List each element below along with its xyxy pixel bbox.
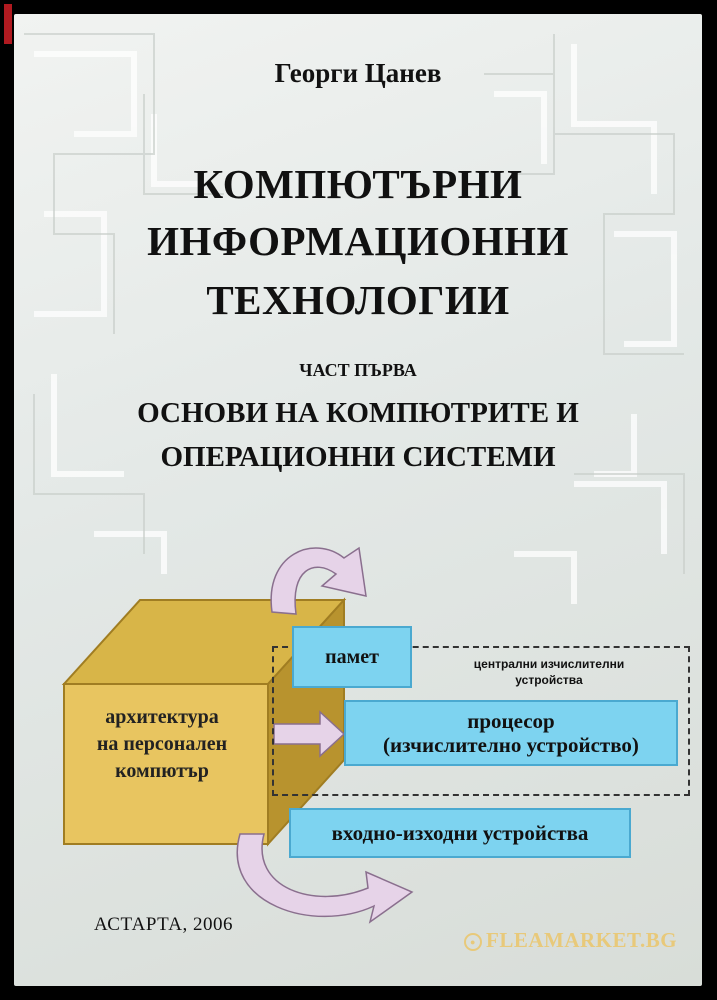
processor-line-1: процесор — [467, 708, 555, 733]
processor-line-2: (изчислително устройство) — [383, 733, 639, 757]
title-line-1: КОМПЮТЪРНИ — [193, 161, 523, 207]
publisher-year: АСТАРТА, 2006 — [94, 914, 234, 935]
book-cover: Георги Цанев КОМПЮТЪРНИ ИНФОРМАЦИОННИ ТЕ… — [14, 14, 702, 986]
title-line-2: ИНФОРМАЦИОННИ — [147, 218, 569, 264]
processor-box: процесор (изчислително устройство) — [344, 700, 678, 766]
memory-box: памет — [292, 626, 412, 688]
curved-arrow-bottom — [236, 833, 414, 924]
coin-icon: ● — [464, 933, 482, 952]
architecture-diagram: памет централни изчислителни устройства … — [14, 534, 702, 934]
straight-arrow-middle — [273, 710, 346, 758]
architecture-line-2: на персонален — [96, 733, 228, 755]
red-edge-mark — [4, 4, 12, 44]
architecture-label: архитектура на персонален компютър — [64, 704, 260, 785]
watermark: ●FLEAMARKET.BG — [464, 928, 677, 953]
central-units-line-2: устройства — [515, 673, 583, 688]
central-units-dashed-frame — [272, 646, 690, 796]
central-units-line-1: централни изчислителни — [473, 657, 625, 671]
watermark-text: FLEAMARKET.BG — [486, 928, 678, 952]
circuit-pattern-background — [24, 33, 685, 604]
subtitle-line-2: ОПЕРАЦИОННИ СИСТЕМИ — [160, 441, 556, 473]
title-line-3: ТЕХНОЛОГИИ — [206, 277, 510, 323]
curved-arrow-top — [270, 546, 367, 615]
part-label: ЧАСТ ПЪРВА — [299, 360, 417, 380]
architecture-line-3: компютър — [115, 760, 209, 782]
subtitle-line-1: ОСНОВИ НА КОМПЮТРИТЕ И — [137, 397, 579, 429]
author-name: Георги Цанев — [274, 58, 442, 88]
io-devices-box: входно-изходни устройства — [289, 808, 631, 858]
prism-front-face — [63, 683, 269, 845]
architecture-line-1: архитектура — [105, 706, 219, 728]
central-units-label: централни изчислителни устройства — [424, 656, 674, 688]
